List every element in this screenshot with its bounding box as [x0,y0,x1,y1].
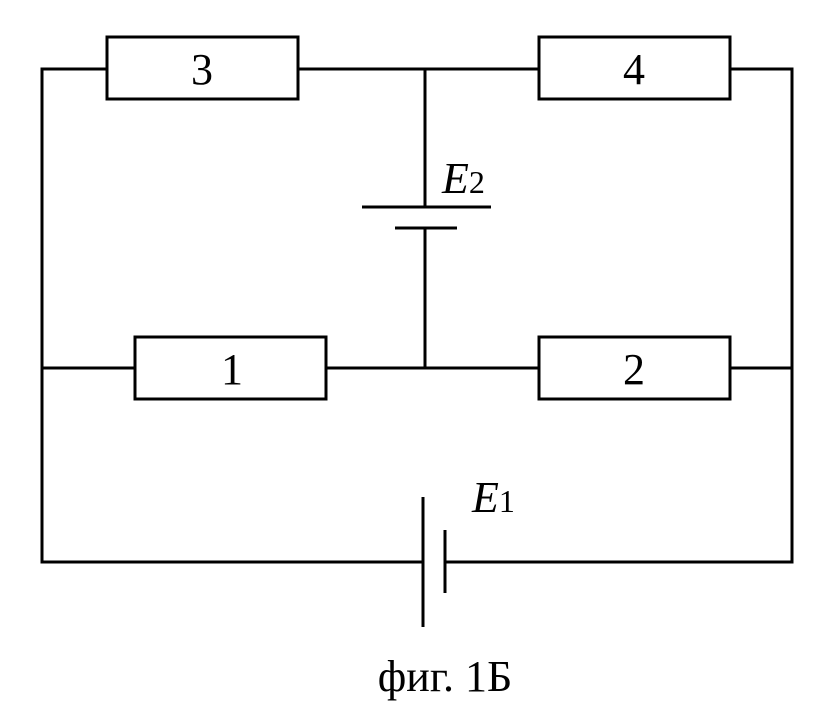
emf-source-e1: E1 [421,473,515,627]
e1-label: E1 [471,473,515,522]
resistor-3-label: 3 [191,45,213,94]
resistor-1: 1 [133,335,328,401]
e1-subscript: 1 [499,483,515,519]
resistor-2-label: 2 [623,345,645,394]
resistor-1-label: 1 [221,345,243,394]
e1-symbol: E [471,473,499,522]
e2-symbol: E [441,154,469,203]
resistor-2: 2 [537,335,732,401]
e2-label: E2 [441,154,485,203]
emf-source-e2: E2 [362,154,491,230]
figure-caption: фиг. 1Б [378,652,512,701]
resistor-3: 3 [105,35,300,101]
e2-subscript: 2 [469,164,485,200]
resistor-4: 4 [537,35,732,101]
resistor-4-label: 4 [623,45,645,94]
